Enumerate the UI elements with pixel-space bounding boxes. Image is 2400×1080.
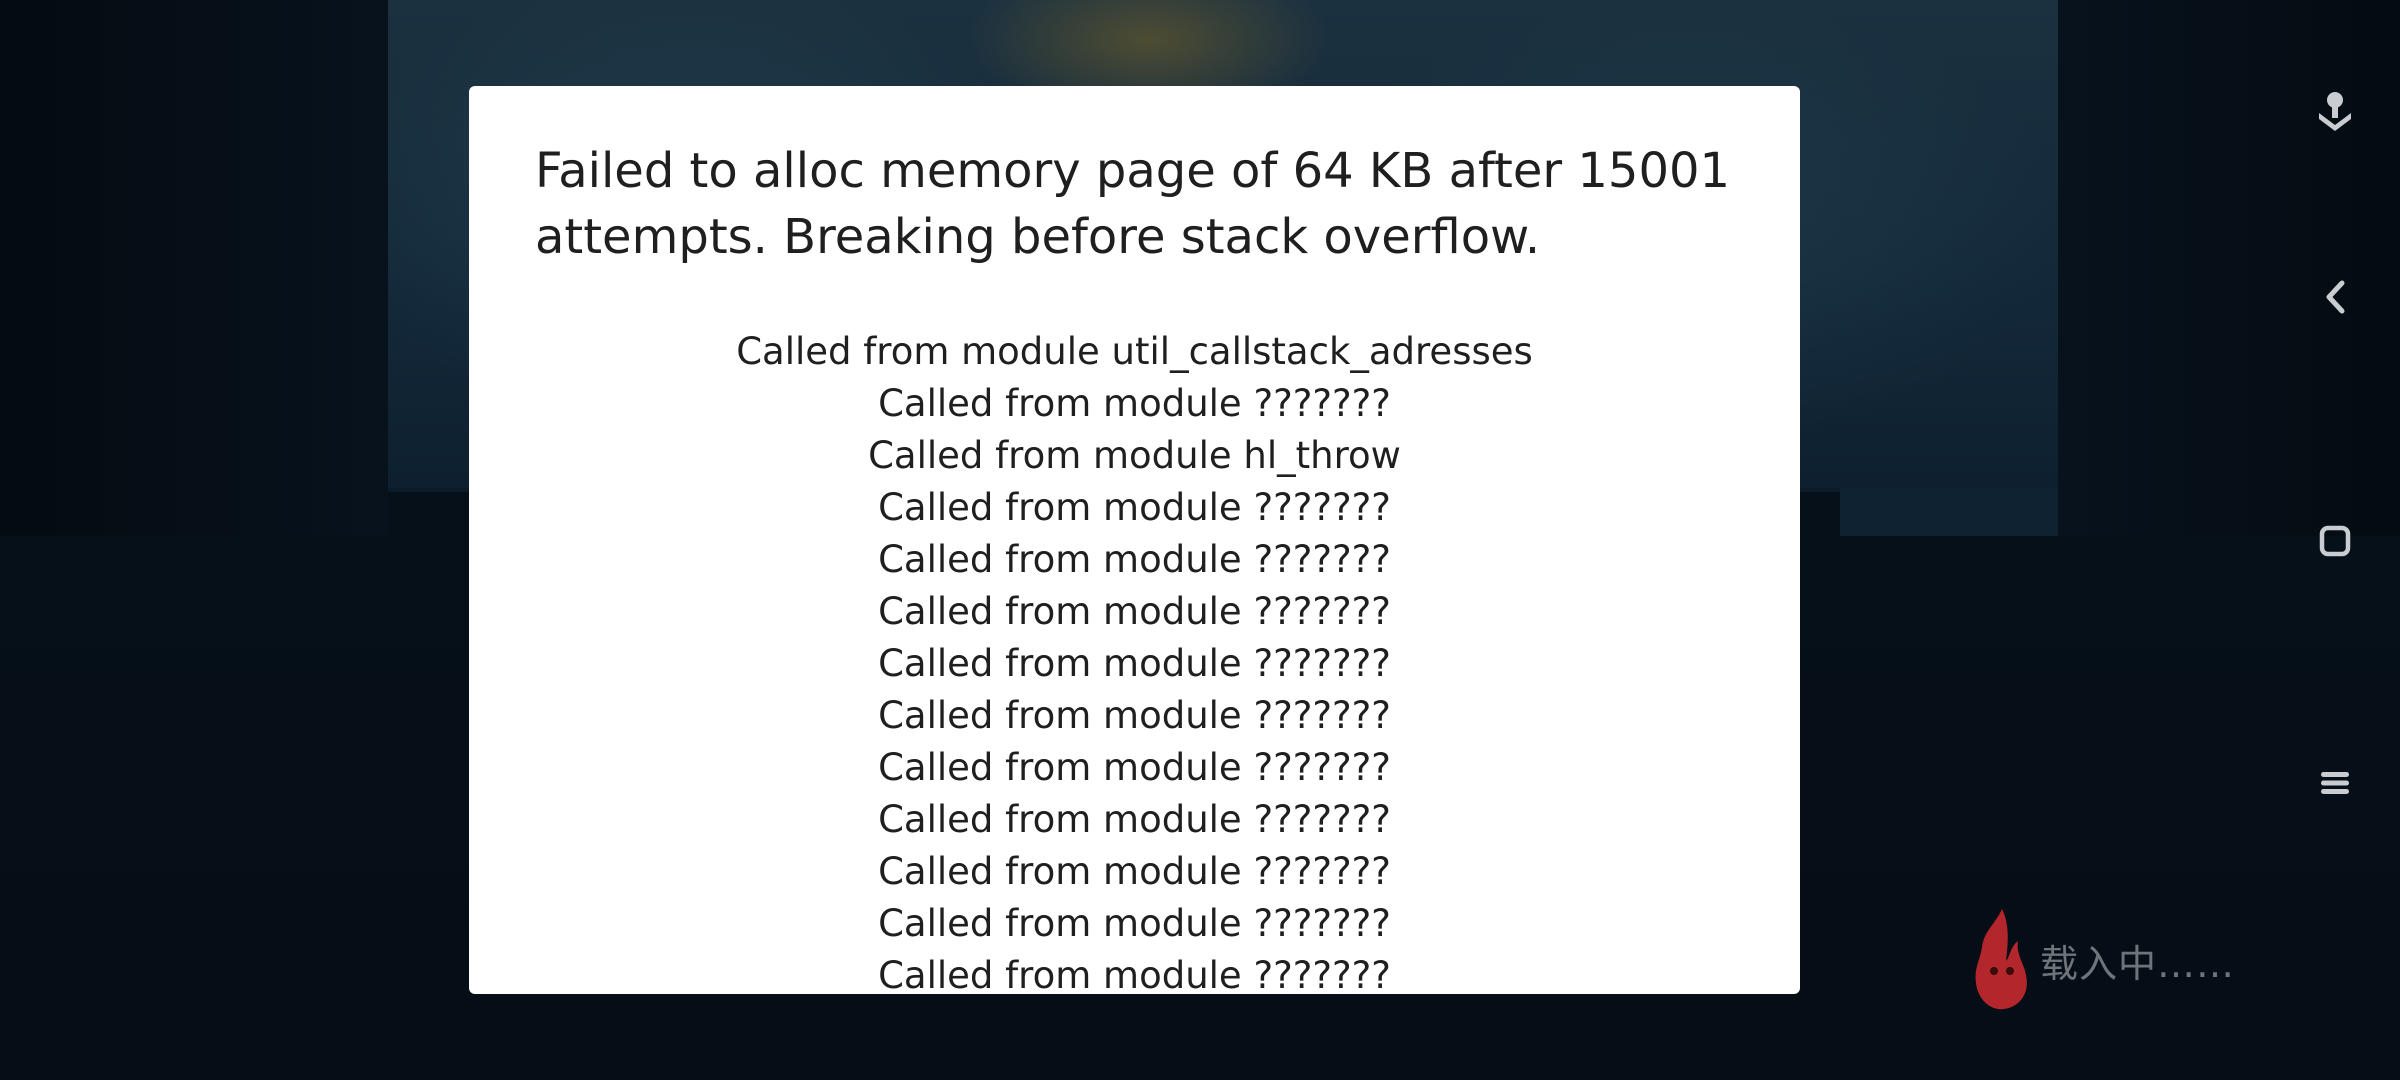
home-button[interactable]: [2312, 518, 2358, 564]
menu-button[interactable]: [2312, 760, 2358, 806]
callstack-line: Called from module ???????: [878, 642, 1391, 685]
menu-icon: [2321, 772, 2349, 794]
floating-toolbar: [2300, 0, 2370, 1080]
error-title: Failed to alloc memory page of 64 KB aft…: [535, 143, 1731, 265]
callstack-line: Called from module ???????: [878, 694, 1391, 737]
callstack-line: Called from module ???????: [878, 746, 1391, 789]
callstack-line: Called from module ???????: [878, 590, 1391, 633]
error-dialog: Failed to alloc memory page of 64 KB aft…: [469, 86, 1800, 994]
game-background-ledge: [1840, 488, 2058, 536]
joystick-button[interactable]: [2312, 90, 2358, 136]
callstack-line: Called from module ???????: [878, 954, 1391, 994]
callstack-line: Called from module ???????: [878, 382, 1391, 425]
back-chevron-icon: [2326, 280, 2345, 314]
callstack-line: Called from module ???????: [878, 902, 1391, 945]
callstack-line: Called from module hl_throw: [868, 434, 1401, 477]
callstack-line: Called from module util_callstack_adress…: [736, 330, 1533, 373]
flame-logo-icon: [1975, 909, 2027, 1010]
callstack-line: Called from module ???????: [878, 850, 1391, 893]
callstack-line: Called from module ???????: [878, 538, 1391, 581]
joystick-icon: [2319, 92, 2351, 131]
loading-text: 载入中……: [2040, 941, 2236, 986]
home-square-icon: [2319, 525, 2351, 557]
callstack-list: Called from module util_callstack_adress…: [535, 326, 1734, 994]
callstack-line: Called from module ???????: [878, 798, 1391, 841]
loading-indicator: 载入中……: [1970, 905, 2235, 1015]
callstack-line: Called from module ???????: [878, 486, 1391, 529]
back-button[interactable]: [2312, 274, 2358, 320]
